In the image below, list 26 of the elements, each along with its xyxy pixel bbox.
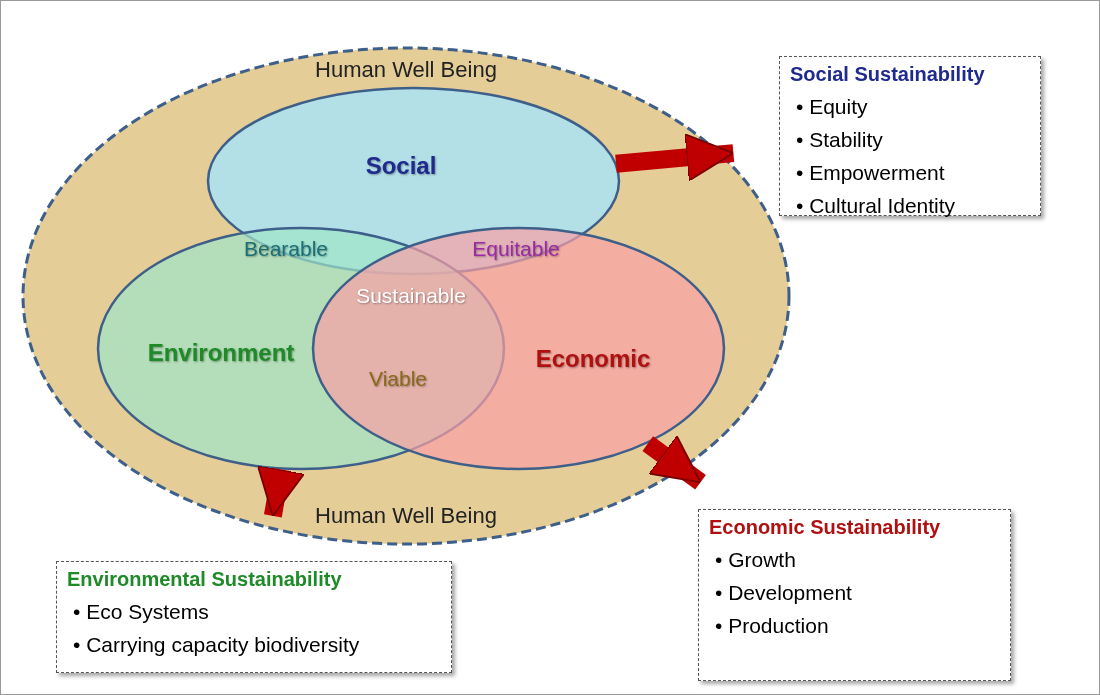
text-box <box>698 509 1011 681</box>
list-item: • Stability <box>796 127 883 153</box>
list-item: • Empowerment <box>796 160 945 186</box>
box-heading: Environmental Sustainability <box>67 568 342 591</box>
region-label: Bearable <box>243 237 329 261</box>
box-heading: Social Sustainability <box>790 63 985 86</box>
text-box <box>56 561 452 673</box>
arrow <box>256 464 305 518</box>
list-item: • Equity <box>796 94 868 120</box>
list-item: • Development <box>715 580 852 606</box>
region-label: Viable <box>369 367 427 391</box>
list-item: • Cultural Identity <box>796 193 956 219</box>
arrow <box>615 133 735 182</box>
list-item: • Carrying capacity biodiversity <box>73 632 360 658</box>
region-label: Equitable <box>472 237 560 261</box>
boundary-label: Human Well Being <box>315 503 497 529</box>
circle-label: Environment <box>147 339 295 367</box>
boundary-label: Human Well Being <box>315 57 497 83</box>
box-heading: Economic Sustainability <box>709 516 941 539</box>
list-item: • Growth <box>715 547 796 573</box>
list-item: • Eco Systems <box>73 599 209 625</box>
circle-label: Social <box>365 152 437 180</box>
list-item: • Production <box>715 613 829 639</box>
region-label: Sustainable <box>356 284 466 308</box>
text-box <box>779 56 1041 216</box>
circle-label: Economic <box>535 345 651 373</box>
